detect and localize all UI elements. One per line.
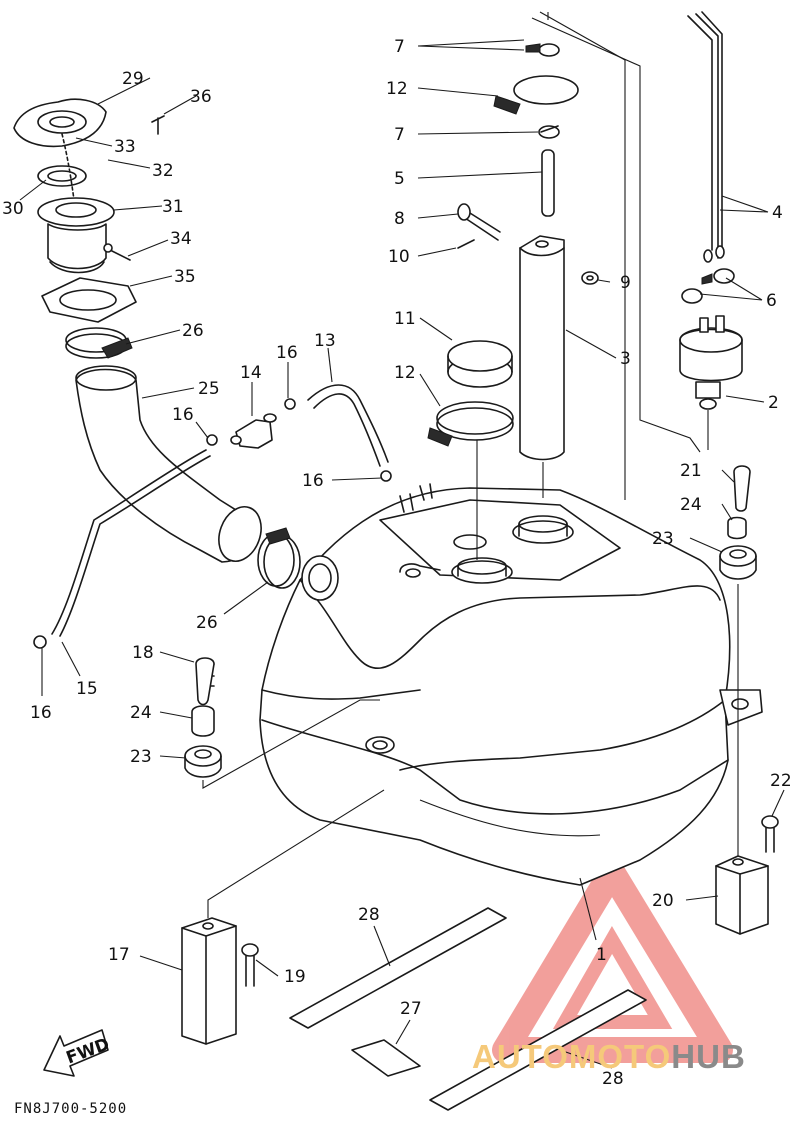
callout-17: 17 [108, 945, 130, 965]
callout-5: 5 [394, 169, 405, 189]
callout-1: 1 [596, 945, 607, 965]
callout-32: 32 [152, 161, 174, 181]
callout-7-upper: 7 [394, 37, 405, 57]
breather-hose-15 [51, 449, 211, 637]
valve-14 [230, 413, 277, 449]
mount-left [184, 657, 380, 789]
callout-19: 19 [284, 967, 306, 987]
bracket-17 [181, 789, 385, 1045]
callout-28-upper: 28 [358, 905, 380, 925]
watermark-text-part2: HUB [671, 1038, 746, 1075]
gasket-30 [37, 165, 87, 187]
pad-28-lower [429, 989, 647, 1111]
leader-lines [19, 39, 785, 1069]
pad-28-upper [289, 907, 507, 1029]
callout-12-upper: 12 [386, 79, 408, 99]
callout-8: 8 [394, 209, 405, 229]
fuel-filter [679, 315, 743, 450]
callout-23-right: 23 [652, 529, 674, 549]
callout-35: 35 [174, 267, 196, 287]
clamp-26-upper [65, 327, 133, 359]
callout-29: 29 [122, 69, 144, 89]
callout-23-left: 23 [130, 747, 152, 767]
callout-27: 27 [400, 999, 422, 1019]
pad-27 [351, 1039, 421, 1077]
hoses-4 [687, 11, 725, 263]
callout-6: 6 [766, 291, 777, 311]
clamps-6 [681, 268, 735, 304]
callout-3: 3 [620, 349, 631, 369]
callout-16-a: 16 [30, 703, 52, 723]
callout-25: 25 [198, 379, 220, 399]
callout-16-c: 16 [276, 343, 298, 363]
mount-right [719, 465, 757, 860]
callout-14: 14 [240, 363, 262, 383]
callout-30: 30 [2, 199, 24, 219]
callout-34: 34 [170, 229, 192, 249]
callout-2: 2 [768, 393, 779, 413]
bolt-19 [241, 943, 259, 987]
callout-26-upper: 26 [182, 321, 204, 341]
clamp-12-lower [427, 401, 514, 560]
callout-28-lower: 28 [602, 1069, 624, 1089]
gasket-35 [41, 277, 137, 323]
callout-22: 22 [770, 771, 792, 791]
callout-16-d: 16 [302, 471, 324, 491]
callout-4: 4 [772, 203, 783, 223]
callout-10: 10 [388, 247, 410, 267]
filler-cap-29 [13, 98, 107, 148]
watermark-logo [492, 859, 733, 1063]
callouts: 1 2 3 4 5 6 7 7 8 9 10 11 12 12 13 14 15… [2, 37, 792, 1089]
callout-36: 36 [190, 87, 212, 107]
callout-16-b: 16 [172, 405, 194, 425]
callout-15: 15 [76, 679, 98, 699]
pump-housing [457, 11, 701, 500]
callout-26-lower: 26 [196, 613, 218, 633]
fwd-arrow-icon: FWD [43, 1029, 112, 1077]
callout-12-lower: 12 [394, 363, 416, 383]
callout-21: 21 [680, 461, 702, 481]
callout-13: 13 [314, 331, 336, 351]
watermark-text: AUTOMOTOHUB [472, 1038, 746, 1076]
callout-18: 18 [132, 643, 154, 663]
filler-hose-25 [75, 365, 262, 563]
callout-31: 31 [162, 197, 184, 217]
drawing-code: FN8J700-5200 [14, 1101, 128, 1117]
bracket-20 [715, 855, 769, 935]
neck-31 [37, 197, 115, 274]
screw-34 [103, 243, 131, 261]
screw-36 [151, 115, 165, 135]
watermark-text-part1: AUTOMOTO [472, 1038, 672, 1075]
cap-11 [447, 340, 513, 388]
clips-16 [33, 398, 392, 649]
callout-24-right: 24 [680, 495, 702, 515]
clamp-26-lower [257, 527, 301, 589]
callout-20: 20 [652, 891, 674, 911]
callout-24-left: 24 [130, 703, 152, 723]
hose-13 [307, 384, 389, 467]
bolt-22 [761, 815, 779, 853]
fuel-tank [259, 483, 763, 886]
callout-7-lower: 7 [394, 125, 405, 145]
callout-11: 11 [394, 309, 416, 329]
callout-9: 9 [620, 273, 631, 293]
callout-33: 33 [114, 137, 136, 157]
